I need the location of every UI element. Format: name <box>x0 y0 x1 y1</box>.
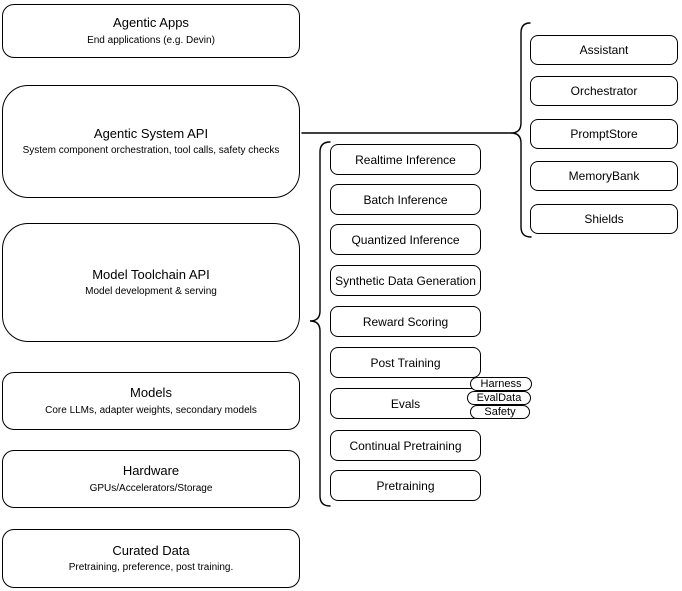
node-curated-data-title: Curated Data <box>112 542 190 558</box>
tag-harness: Harness <box>470 377 532 391</box>
node-orchestrator: Orchestrator <box>530 76 678 106</box>
node-promptstore: PromptStore <box>530 119 678 149</box>
node-post-training: Post Training <box>330 347 481 378</box>
node-hardware: Hardware GPUs/Accelerators/Storage <box>2 450 300 508</box>
node-agentic-system-api-title: Agentic System API <box>93 125 209 141</box>
node-reward-scoring: Reward Scoring <box>330 306 481 337</box>
node-hardware-subtitle: GPUs/Accelerators/Storage <box>89 482 213 494</box>
node-model-toolchain-api-title: Model Toolchain API <box>92 266 210 282</box>
tag-safety: Safety <box>470 405 530 419</box>
node-evals: Evals <box>330 388 481 419</box>
node-model-toolchain-api-subtitle: Model development & serving <box>85 286 217 298</box>
node-synthetic-data-generation: Synthetic Data Generation <box>330 265 481 296</box>
node-memorybank: MemoryBank <box>530 161 678 191</box>
node-curated-data: Curated Data Pretraining, preference, po… <box>2 529 300 588</box>
node-model-toolchain-api: Model Toolchain API Model development & … <box>2 223 300 342</box>
node-hardware-title: Hardware <box>122 463 180 479</box>
node-continual-pretraining: Continual Pretraining <box>330 430 481 461</box>
tag-evaldata: EvalData <box>467 391 531 405</box>
node-models-title: Models <box>130 385 172 401</box>
toolchain-brace <box>309 141 331 507</box>
node-agentic-system-api-subtitle: System component orchestration, tool cal… <box>22 145 280 157</box>
node-assistant: Assistant <box>530 35 678 65</box>
node-agentic-apps-subtitle: End applications (e.g. Devin) <box>87 34 215 46</box>
node-realtime-inference: Realtime Inference <box>330 144 481 175</box>
node-agentic-apps: Agentic Apps End applications (e.g. Devi… <box>2 4 300 58</box>
node-models-subtitle: Core LLMs, adapter weights, secondary mo… <box>45 404 257 416</box>
node-pretraining: Pretraining <box>330 470 481 501</box>
node-agentic-apps-title: Agentic Apps <box>113 15 189 31</box>
node-models: Models Core LLMs, adapter weights, secon… <box>2 372 300 430</box>
node-quantized-inference: Quantized Inference <box>330 224 481 255</box>
node-batch-inference: Batch Inference <box>330 184 481 215</box>
node-agentic-system-api: Agentic System API System component orch… <box>2 85 300 198</box>
node-shields: Shields <box>530 204 678 234</box>
node-curated-data-subtitle: Pretraining, preference, post training. <box>68 562 234 574</box>
system-components-brace <box>510 22 532 238</box>
